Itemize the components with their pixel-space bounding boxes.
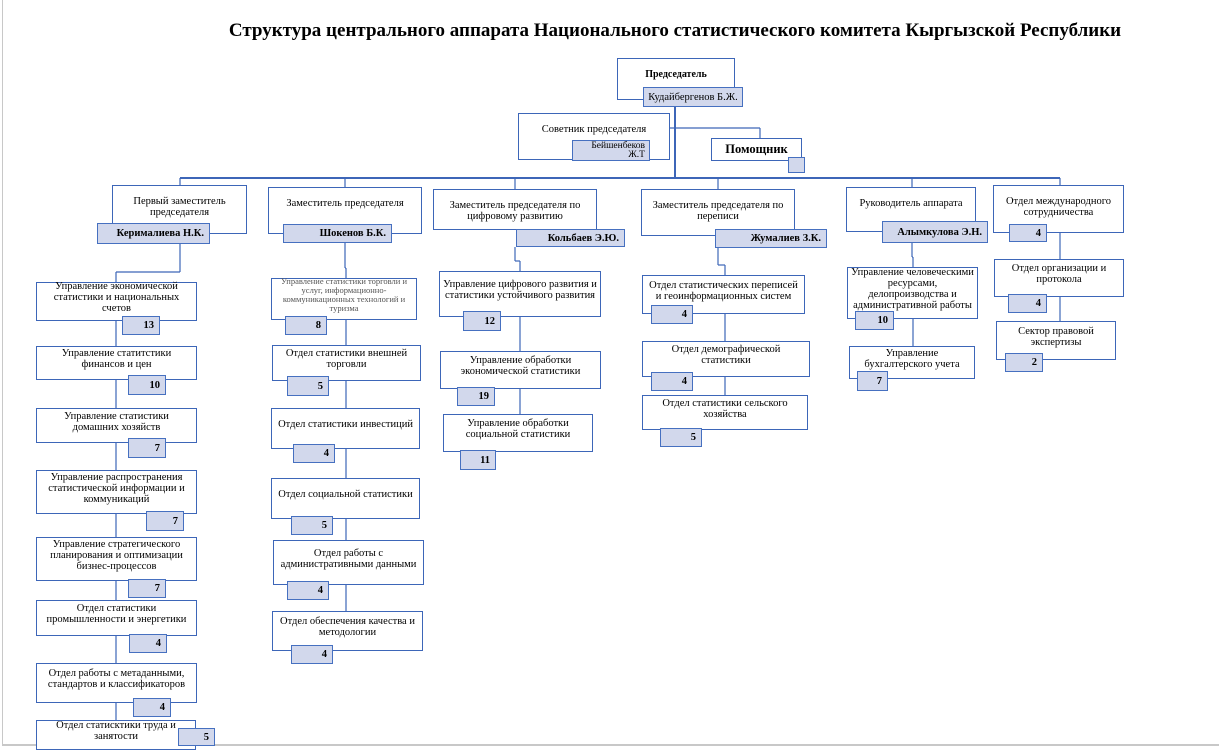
- unit-box: Управление обработки социальной статисти…: [443, 414, 593, 452]
- deputy-name: 4: [1009, 224, 1047, 242]
- unit-box: Отдел организации и протокола: [994, 259, 1124, 297]
- assistant-tag: [788, 157, 805, 173]
- unit-box: Управление статистики торговли и услуг, …: [271, 277, 417, 320]
- unit-staff-count: 7: [146, 511, 184, 531]
- unit-staff-count: 4: [287, 581, 329, 600]
- unit-staff-count: 13: [122, 316, 160, 335]
- unit-staff-count: 4: [1008, 294, 1047, 313]
- unit-box: Отдел статисктики труда и занятости: [36, 720, 196, 750]
- unit-box: Управление статитстики финансов и цен: [36, 346, 197, 380]
- unit-box: Управление статистики домашних хозяйств: [36, 408, 197, 443]
- unit-box: Отдел демографической статистики: [642, 341, 810, 377]
- unit-staff-count: 5: [660, 428, 702, 447]
- unit-staff-count: 8: [285, 316, 327, 335]
- unit-box: Управление человеческими ресурсами, дело…: [847, 267, 978, 319]
- deputy-name: Кольбаев Э.Ю.: [516, 229, 625, 247]
- unit-box: Управление обработки экономической стати…: [440, 351, 601, 389]
- unit-staff-count: 10: [855, 311, 894, 330]
- unit-box: Отдел работы с административными данными: [273, 540, 424, 585]
- unit-staff-count: 2: [1005, 353, 1043, 372]
- unit-staff-count: 4: [291, 645, 333, 664]
- deputy-box: Заместитель председателя по цифровому ра…: [433, 189, 597, 230]
- unit-staff-count: 12: [463, 311, 501, 331]
- unit-staff-count: 4: [133, 698, 171, 717]
- unit-staff-count: 7: [857, 371, 888, 391]
- unit-staff-count: 7: [128, 438, 166, 458]
- unit-staff-count: 4: [651, 305, 693, 324]
- unit-staff-count: 5: [178, 728, 215, 746]
- unit-box: Отдел статистики промышленности и энерге…: [36, 600, 197, 636]
- advisor-name: Бейшенбеков Ж.Т: [572, 140, 650, 161]
- deputy-name: Жумалиев З.К.: [715, 229, 827, 248]
- unit-box: Отдел статистики внешней торговли: [272, 345, 421, 381]
- unit-box: Отдел работы с метаданными, стандартов и…: [36, 663, 197, 703]
- unit-box: Управление экономической статистики и на…: [36, 281, 197, 321]
- deputy-name: Шокенов Б.К.: [283, 224, 392, 243]
- unit-staff-count: 7: [128, 579, 166, 598]
- unit-box: Управление распространения статистическо…: [36, 470, 197, 514]
- deputy-name: Алымкулова Э.Н.: [882, 221, 988, 243]
- unit-box: Управление стратегического планирования …: [36, 537, 197, 581]
- unit-box: Отдел статистики сельского хозяйства: [642, 395, 808, 430]
- unit-box: Отдел статистических переписей и геоинфо…: [642, 275, 805, 314]
- unit-staff-count: 4: [129, 634, 167, 653]
- unit-staff-count: 11: [460, 450, 496, 470]
- unit-staff-count: 4: [293, 444, 335, 463]
- unit-staff-count: 5: [291, 516, 333, 535]
- unit-staff-count: 19: [457, 387, 495, 406]
- deputy-name: Керималиева Н.К.: [97, 223, 210, 244]
- deputy-box: Заместитель председателя: [268, 187, 422, 234]
- unit-staff-count: 10: [128, 375, 166, 395]
- unit-box: Управление цифрового развития и статисти…: [439, 271, 601, 317]
- assistant-box: Помощник: [711, 138, 802, 161]
- unit-box: Отдел обеспечения качества и методологии: [272, 611, 423, 651]
- unit-box: Отдел статистики инвестиций: [271, 408, 420, 449]
- chart-title: Структура центрального аппарата Национал…: [228, 20, 1122, 41]
- unit-box: Отдел социальной статистики: [271, 478, 420, 519]
- unit-staff-count: 4: [651, 372, 693, 391]
- chairman-name: Кудайбергенов Б.Ж.: [643, 87, 743, 107]
- unit-staff-count: 5: [287, 376, 329, 396]
